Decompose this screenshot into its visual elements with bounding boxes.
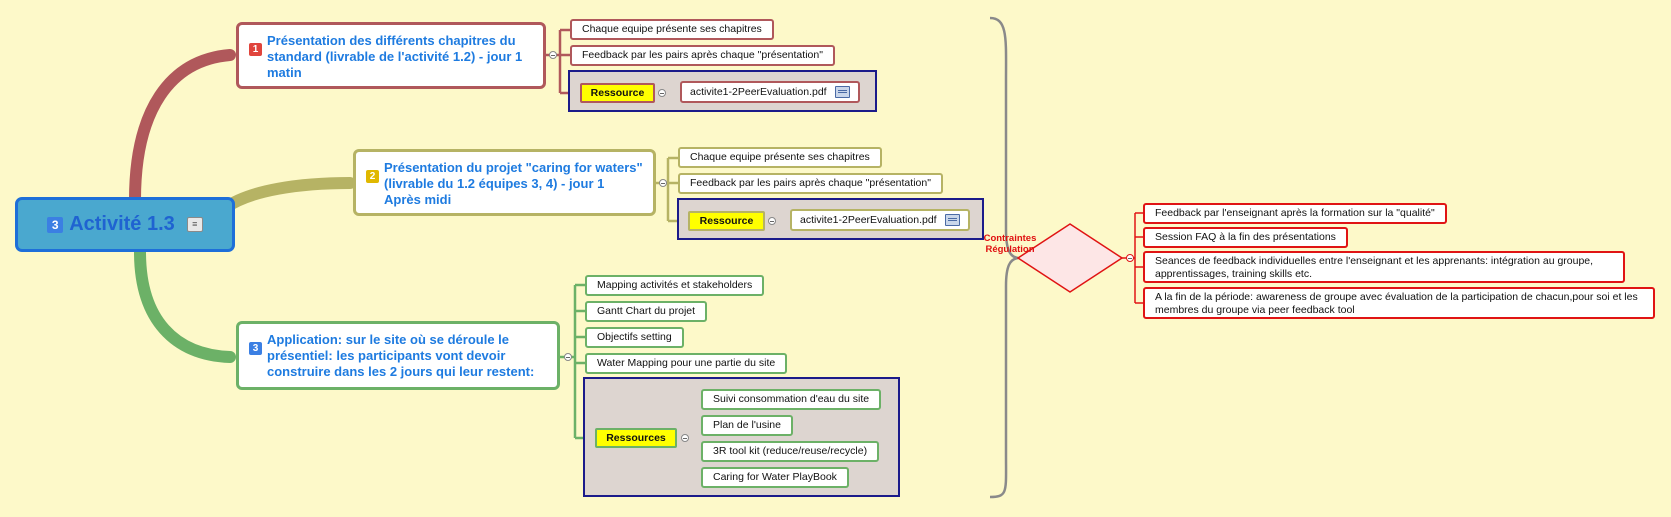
resource-item[interactable]: Suivi consommation d'eau du site	[701, 389, 882, 410]
priority-badge: 2	[366, 170, 379, 183]
regulation-item[interactable]: Seances de feedback individuelles entre …	[1143, 251, 1625, 283]
root-title: Activité 1.3	[69, 213, 175, 235]
topic-3-item[interactable]: Mapping activités et stakeholders	[585, 275, 765, 296]
attachment-filename: activite1-2PeerEvaluation.pdf	[690, 86, 827, 98]
resource-item[interactable]: 3R tool kit (reduce/reuse/recycle)	[701, 441, 880, 462]
priority-badge: 1	[249, 43, 262, 56]
regulation-item[interactable]: Feedback par l'enseignant après la forma…	[1143, 203, 1447, 224]
collapse-icon[interactable]	[564, 353, 572, 361]
root-topic[interactable]: 3 Activité 1.3 ≡	[15, 197, 235, 252]
collapse-icon[interactable]	[768, 217, 776, 225]
topic-1-item[interactable]: Feedback par les pairs après chaque "pré…	[570, 45, 835, 66]
collapse-icon[interactable]	[658, 89, 666, 97]
topic-title: Application: sur le site où se déroule l…	[267, 332, 535, 379]
attachment-icon	[834, 86, 850, 98]
topic-1-item[interactable]: Chaque equipe présente ses chapitres	[570, 19, 774, 40]
branch-2-connector	[219, 177, 356, 214]
branch-3-connector	[134, 246, 236, 363]
resource-item[interactable]: Caring for Water PlayBook	[701, 467, 849, 488]
topic-title: Présentation du projet "caring for water…	[384, 160, 643, 207]
resource-label[interactable]: Ressource	[688, 211, 765, 231]
topic-3-item[interactable]: Water Mapping pour une partie du site	[585, 353, 788, 374]
resource-item[interactable]: Plan de l'usine	[701, 415, 793, 436]
regulation-diamond	[1016, 223, 1124, 293]
note-icon[interactable]: ≡	[186, 217, 203, 232]
branch-1-connector	[129, 49, 236, 206]
topic-3[interactable]: 3 Application: sur le site où se déroule…	[236, 321, 560, 390]
regulation-title[interactable]: Contraintes Régulation	[983, 233, 1037, 255]
topic-1[interactable]: 1 Présentation des différents chapitres …	[236, 22, 546, 89]
priority-badge: 3	[47, 216, 64, 233]
collapse-icon[interactable]	[549, 51, 557, 59]
resource-label[interactable]: Ressource	[580, 83, 655, 103]
resources-label[interactable]: Ressources	[595, 428, 677, 448]
grouping-brace	[989, 16, 1019, 499]
topic-2[interactable]: 2 Présentation du projet "caring for wat…	[353, 149, 656, 216]
topic-2-item[interactable]: Feedback par les pairs après chaque "pré…	[678, 173, 943, 194]
priority-badge: 3	[249, 342, 262, 355]
topic-3-item[interactable]: Gantt Chart du projet	[585, 301, 708, 322]
collapse-icon[interactable]	[659, 179, 667, 187]
topic-title: Présentation des différents chapitres du…	[267, 33, 523, 80]
collapse-icon[interactable]	[1126, 254, 1134, 262]
regulation-item[interactable]: A la fin de la période: awareness de gro…	[1143, 287, 1655, 319]
pdf-attachment[interactable]: activite1-2PeerEvaluation.pdf	[680, 81, 860, 103]
pdf-attachment[interactable]: activite1-2PeerEvaluation.pdf	[790, 209, 970, 231]
topic-2-item[interactable]: Chaque equipe présente ses chapitres	[678, 147, 882, 168]
attachment-icon	[944, 214, 960, 226]
collapse-icon[interactable]	[681, 434, 689, 442]
regulation-item[interactable]: Session FAQ à la fin des présentations	[1143, 227, 1348, 248]
topic-3-item[interactable]: Objectifs setting	[585, 327, 684, 348]
attachment-filename: activite1-2PeerEvaluation.pdf	[800, 214, 937, 226]
